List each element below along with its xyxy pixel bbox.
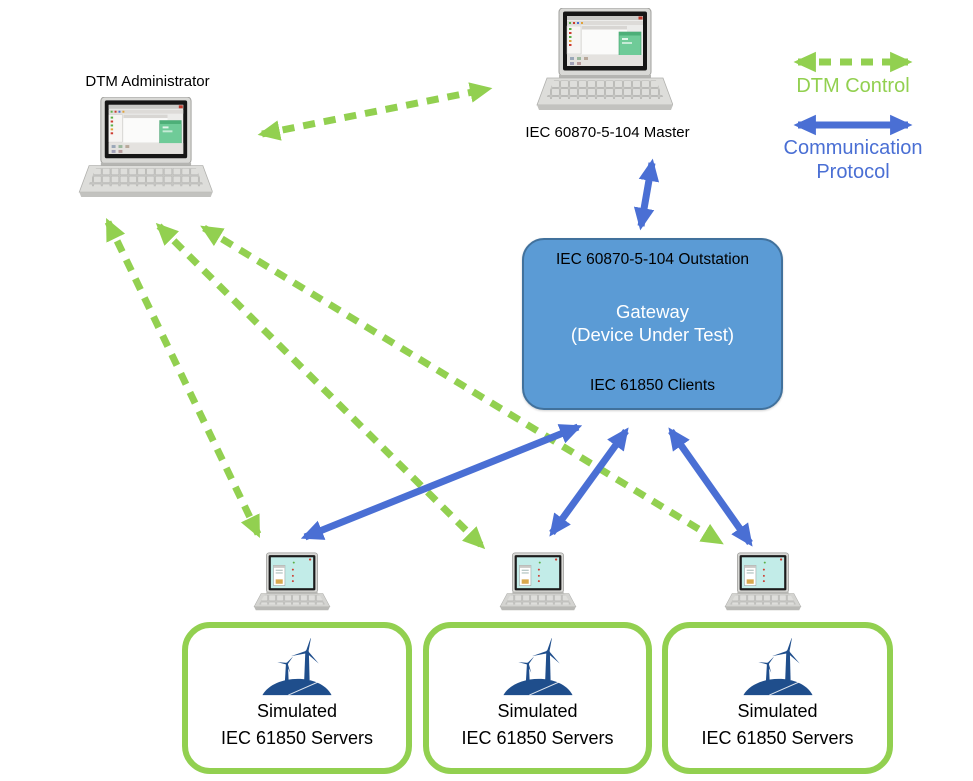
- wind-farm-icon: [502, 638, 574, 696]
- server2-label-line1: Simulated: [497, 701, 578, 721]
- legend-dtm-control-label: DTM Control: [796, 75, 910, 97]
- simulated-servers-box-2: Simulated IEC 61850 Servers: [423, 622, 652, 774]
- server2-label-line2: IEC 61850 Servers: [461, 728, 614, 748]
- legend-communication-label: Communication Protocol: [758, 137, 948, 184]
- server2-laptop-icon: [498, 552, 578, 612]
- legend-communication-line1: Communication: [783, 137, 923, 159]
- gateway-box: IEC 60870-5-104 Outstation Gateway (Devi…: [522, 238, 783, 410]
- simulated-servers-box-3: Simulated IEC 61850 Servers: [662, 622, 893, 774]
- master-laptop-icon: [533, 8, 673, 112]
- arrow-gateway-server1: [300, 423, 583, 541]
- server1-laptop-icon: [252, 552, 332, 612]
- server3-label-line1: Simulated: [737, 701, 818, 721]
- simulated-servers-box-1: Simulated IEC 61850 Servers: [182, 622, 412, 774]
- gateway-title-line1: Gateway: [615, 300, 689, 322]
- wind-farm-icon: [261, 638, 333, 696]
- gateway-outstation-label: IEC 60870-5-104 Outstation: [555, 251, 749, 268]
- wind-farm-icon: [742, 638, 814, 696]
- arrow-master-gateway: [633, 158, 660, 231]
- arrow-dtm-admin-server1: [104, 217, 262, 539]
- gateway-title-line2: (Device Under Test): [570, 324, 735, 345]
- server-box-label: Simulated IEC 61850 Servers: [461, 698, 613, 752]
- server3-label-line2: IEC 61850 Servers: [701, 728, 854, 748]
- arrow-dtm-admin-server2: [155, 222, 486, 550]
- gateway-title: Gateway (Device Under Test): [530, 300, 775, 346]
- arrow-gateway-server3: [668, 427, 753, 547]
- arrow-gateway-server2: [549, 427, 629, 537]
- arrow-dtm-admin-master: [257, 82, 493, 141]
- server1-label-line1: Simulated: [256, 701, 338, 721]
- gateway-clients-label: IEC 61850 Clients: [590, 377, 715, 394]
- server-box-label: Simulated IEC 61850 Servers: [221, 698, 373, 752]
- server-box-label: Simulated IEC 61850 Servers: [701, 698, 853, 752]
- master-label: IEC 60870-5-104 Master: [525, 124, 690, 141]
- legend-communication-line2: Protocol: [816, 160, 890, 183]
- dtm-administrator-label: DTM Administrator: [85, 73, 210, 90]
- dtm-administrator-laptop-icon: [75, 97, 213, 199]
- server1-label-line2: IEC 61850 Servers: [220, 728, 374, 748]
- server3-laptop-icon: [723, 552, 803, 612]
